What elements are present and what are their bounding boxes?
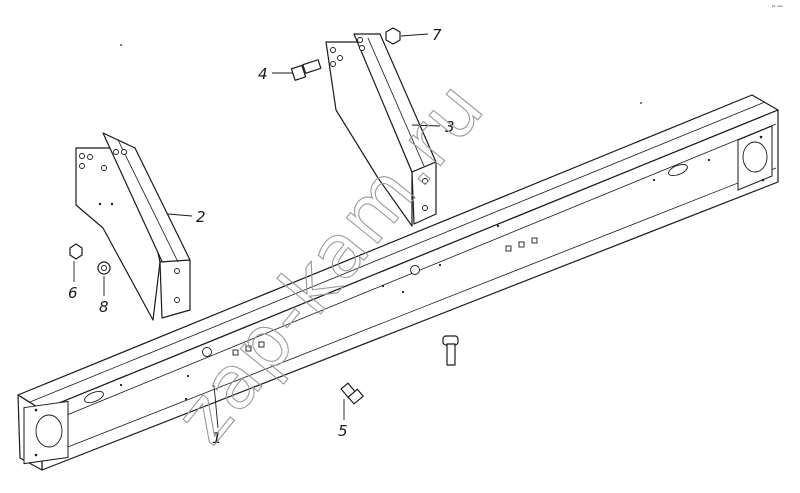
right-bracket	[325, 33, 437, 227]
washer-8	[97, 261, 111, 275]
left-bracket-foot	[159, 259, 191, 319]
callout-1: 1	[212, 429, 222, 447]
right-bracket-foot	[411, 161, 437, 225]
leader-7	[400, 33, 429, 37]
beam-right-end-hole	[742, 141, 768, 173]
leader-3	[411, 124, 441, 127]
leader-1	[213, 384, 219, 429]
beam-slot-right	[668, 163, 688, 177]
callout-4: 4	[258, 65, 268, 83]
callout-6: 6	[68, 284, 78, 302]
beam-slot-left	[84, 390, 104, 404]
beam-left-end-hole	[35, 414, 63, 448]
callout-7: 7	[432, 26, 442, 44]
bolt-loose	[442, 335, 459, 366]
cross-member-beam	[17, 94, 779, 471]
corner-mark: ᵖᵗ ᵒᵒᵒ	[772, 5, 783, 11]
nut-7	[385, 27, 401, 45]
callout-8: 8	[99, 298, 109, 316]
leader-2	[167, 213, 193, 217]
bolt-5	[340, 382, 364, 405]
nut-6	[69, 243, 83, 260]
callout-2: 2	[196, 208, 206, 226]
left-bracket	[75, 132, 191, 321]
callout-3: 3	[445, 118, 455, 136]
callout-5: 5	[338, 422, 348, 440]
bolt-4	[290, 59, 322, 81]
